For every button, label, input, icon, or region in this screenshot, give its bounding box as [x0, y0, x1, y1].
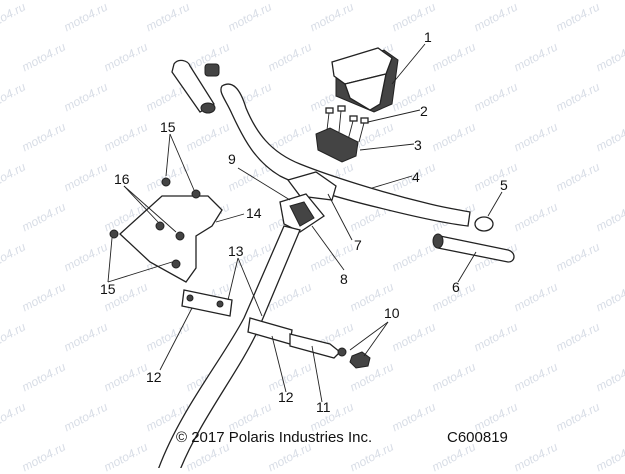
- upper-clamp-part: [315, 127, 359, 163]
- clamp-bolts-part: [325, 105, 369, 143]
- callout-15-bottom: 15: [100, 281, 116, 297]
- leader-lines: [107, 43, 503, 403]
- handlebar-pad-part: [331, 47, 399, 113]
- lower-tilt-bracket-part: [247, 317, 347, 359]
- callout-14: 14: [246, 205, 262, 221]
- callout-13: 13: [228, 243, 244, 259]
- callout-1: 1: [424, 29, 432, 45]
- callout-7: 7: [354, 237, 362, 253]
- copyright-text: © 2017 Polaris Industries Inc.: [176, 429, 373, 446]
- riser-mount-part: [279, 193, 325, 233]
- callout-10: 10: [384, 305, 400, 321]
- lower-clamp-part: [286, 171, 337, 201]
- upper-tilt-bracket-part: [181, 289, 233, 317]
- callout-16: 16: [114, 171, 130, 187]
- callout-12-right: 12: [278, 389, 294, 405]
- callout-12-left: 12: [146, 369, 162, 385]
- callout-11: 11: [316, 399, 331, 415]
- callout-5: 5: [500, 177, 508, 193]
- bar-end-plug-part: [474, 216, 494, 232]
- left-grip-part: [171, 59, 220, 114]
- callout-15-top: 15: [160, 119, 176, 135]
- steering-column-part: [158, 225, 301, 468]
- handlebar-part: [220, 83, 471, 227]
- callout-2: 2: [420, 103, 428, 119]
- lock-nut-part: [349, 351, 371, 369]
- right-grip-part: [432, 233, 515, 263]
- callout-9: 9: [228, 151, 236, 167]
- mounting-bracket-part: [109, 177, 223, 283]
- callout-4: 4: [412, 169, 420, 185]
- callout-6: 6: [452, 279, 460, 295]
- callout-8: 8: [340, 271, 348, 287]
- callout-3: 3: [414, 137, 422, 153]
- figure-code: C600819: [447, 429, 508, 446]
